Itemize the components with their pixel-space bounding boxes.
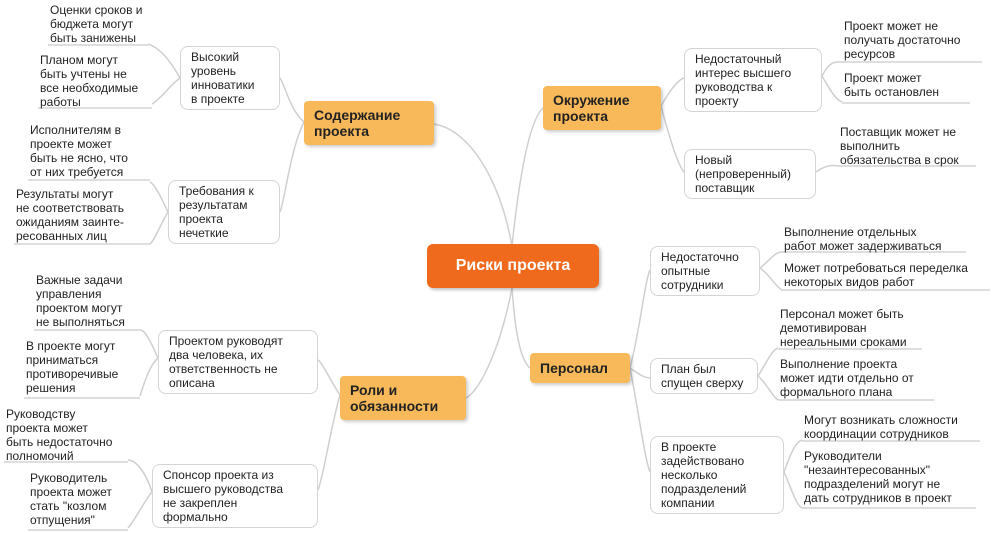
branch-staff[interactable]: Персонал bbox=[530, 353, 630, 383]
env-leaf-supplier-obligations: Поставщик может не выполнить обязательст… bbox=[840, 125, 959, 167]
staff-sub-inexperienced[interactable]: Недостаточно опытные сотрудники bbox=[650, 246, 760, 296]
staff-leaf-separate-plan: Выполнение проекта может идти отдельно о… bbox=[780, 357, 914, 399]
content-leaf-executors: Исполнителям в проекте может быть не ясн… bbox=[30, 123, 128, 179]
content-sub-innovation[interactable]: Высокий уровень инноватики в проекте bbox=[180, 46, 280, 110]
content-leaf-plan-works: Планом могут быть учтены не все необходи… bbox=[40, 53, 139, 109]
content-leaf-results: Результаты могут не соответствовать ожид… bbox=[16, 187, 125, 243]
staff-leaf-coordination: Могут возникать сложности координации со… bbox=[804, 413, 958, 441]
env-sub-new-supplier[interactable]: Новый (непроверенный) поставщик bbox=[684, 149, 816, 199]
roles-leaf-decisions: В проекте могут приниматься противоречив… bbox=[26, 339, 119, 395]
branch-content[interactable]: Содержание проекта bbox=[304, 101, 434, 145]
roles-leaf-tasks: Важные задачи управления проектом могут … bbox=[36, 273, 125, 329]
content-sub-requirements[interactable]: Требования к результатам проекта нечетки… bbox=[168, 180, 280, 244]
env-sub-management-interest[interactable]: Недостаточный интерес высшего руководств… bbox=[684, 48, 822, 112]
staff-sub-departments[interactable]: В проекте задействовано несколько подраз… bbox=[650, 436, 784, 514]
branch-environment[interactable]: Окружение проекта bbox=[543, 86, 661, 130]
central-topic[interactable]: Риски проекта bbox=[427, 244, 599, 288]
env-leaf-stopped: Проект может быть остановлен bbox=[844, 71, 939, 99]
staff-leaf-delays: Выполнение отдельных работ может задержи… bbox=[784, 225, 942, 253]
content-leaf-estimates: Оценки сроков и бюджета могут быть заниж… bbox=[50, 3, 143, 45]
roles-leaf-authority: Руководству проекта может быть недостато… bbox=[6, 407, 113, 463]
staff-leaf-rework: Может потребоваться переделка некоторых … bbox=[784, 261, 968, 289]
staff-sub-plan-from-above[interactable]: План был спущен сверху bbox=[650, 358, 758, 394]
staff-leaf-demotivated: Персонал может быть демотивирован нереал… bbox=[780, 307, 907, 349]
roles-sub-sponsor[interactable]: Спонсор проекта из высшего руководства н… bbox=[152, 464, 318, 528]
roles-sub-two-managers[interactable]: Проектом руководят два человека, их отве… bbox=[158, 330, 318, 394]
roles-leaf-scapegoat: Руководитель проекта может стать "козлом… bbox=[30, 471, 112, 527]
staff-leaf-department-heads: Руководители "незаинтересованных" подраз… bbox=[804, 449, 952, 505]
branch-roles[interactable]: Роли и обязанности bbox=[340, 376, 466, 420]
env-leaf-resources: Проект может не получать достаточно ресу… bbox=[844, 19, 961, 61]
